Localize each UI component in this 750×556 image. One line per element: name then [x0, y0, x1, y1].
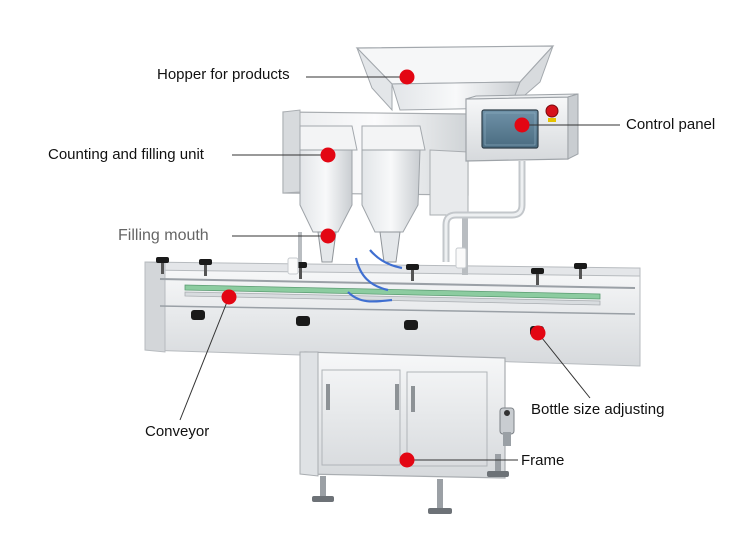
emergency-stop-icon[interactable]	[545, 104, 559, 118]
top-knob[interactable]	[156, 257, 169, 274]
machine-frame	[299, 351, 515, 514]
label-conveyor: Conveyor	[145, 423, 210, 440]
marker-control-panel	[514, 117, 530, 133]
top-knob[interactable]	[406, 264, 419, 281]
conveyor-bench	[144, 261, 641, 367]
marker-counting	[320, 147, 336, 163]
label-control-panel: Control panel	[626, 116, 716, 133]
marker-hopper	[399, 69, 415, 85]
label-counting-unit: Counting and filling unit	[48, 146, 204, 163]
side-knob[interactable]	[404, 320, 418, 330]
marker-frame	[399, 452, 415, 468]
funnel-right	[361, 149, 421, 233]
filling-nozzle	[379, 231, 401, 263]
leader-bottle-size	[537, 332, 591, 399]
callout-markers	[221, 69, 546, 468]
conveyor-belt	[184, 284, 601, 300]
label-hopper: Hopper for products	[157, 66, 290, 83]
counting-unit-body	[282, 109, 469, 275]
adjusting-knobs	[156, 247, 587, 336]
touch-screen-icon[interactable]	[481, 109, 539, 149]
leveling-foot	[428, 479, 452, 514]
label-filling-mouth: Filling mouth	[118, 227, 209, 244]
leveling-foot	[312, 476, 334, 502]
top-knob[interactable]	[574, 263, 587, 279]
leader-conveyor	[179, 296, 230, 421]
air-filter-regulator	[499, 407, 515, 446]
marker-filling-mouth	[320, 228, 336, 244]
funnel-left	[299, 149, 353, 233]
marker-conveyor	[221, 289, 237, 305]
leader-lines	[179, 76, 620, 461]
side-knob[interactable]	[191, 310, 205, 320]
leveling-foot	[487, 454, 509, 477]
side-knob[interactable]	[296, 316, 310, 326]
label-bottle-size: Bottle size adjusting	[531, 401, 665, 418]
marker-bottle-size	[530, 325, 546, 341]
label-frame: Frame	[521, 452, 565, 469]
pneumatic-tubing	[347, 249, 403, 303]
top-knob[interactable]	[199, 259, 212, 276]
top-knob[interactable]	[531, 268, 544, 285]
